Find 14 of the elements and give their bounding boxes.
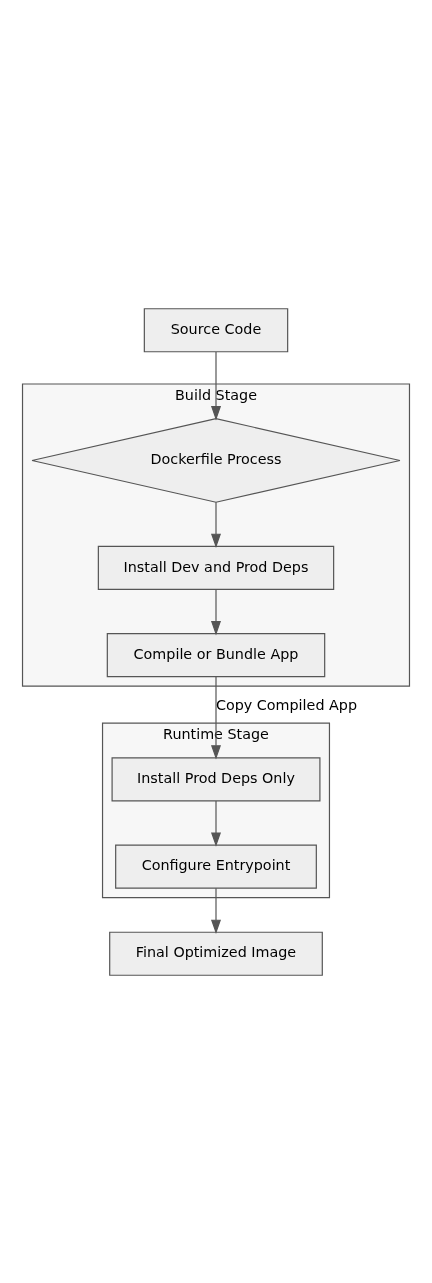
arrow	[211, 350, 221, 420]
edge-label: Copy Compiled App	[215, 696, 358, 713]
arrow	[211, 588, 221, 635]
node-box: Install Prod Deps Only	[111, 756, 321, 801]
arrow	[211, 675, 221, 760]
node-box: Compile or Bundle App	[106, 632, 326, 677]
arrow	[211, 799, 221, 847]
arrow	[211, 501, 221, 548]
node-box: Install Dev and Prod Deps	[97, 545, 335, 590]
node-diamond: Dockerfile Process	[31, 417, 401, 503]
arrow	[211, 887, 221, 934]
node-box: Configure Entrypoint	[115, 843, 317, 889]
node-box: Source Code	[143, 307, 289, 352]
node-box: Final Optimized Image	[109, 931, 323, 976]
